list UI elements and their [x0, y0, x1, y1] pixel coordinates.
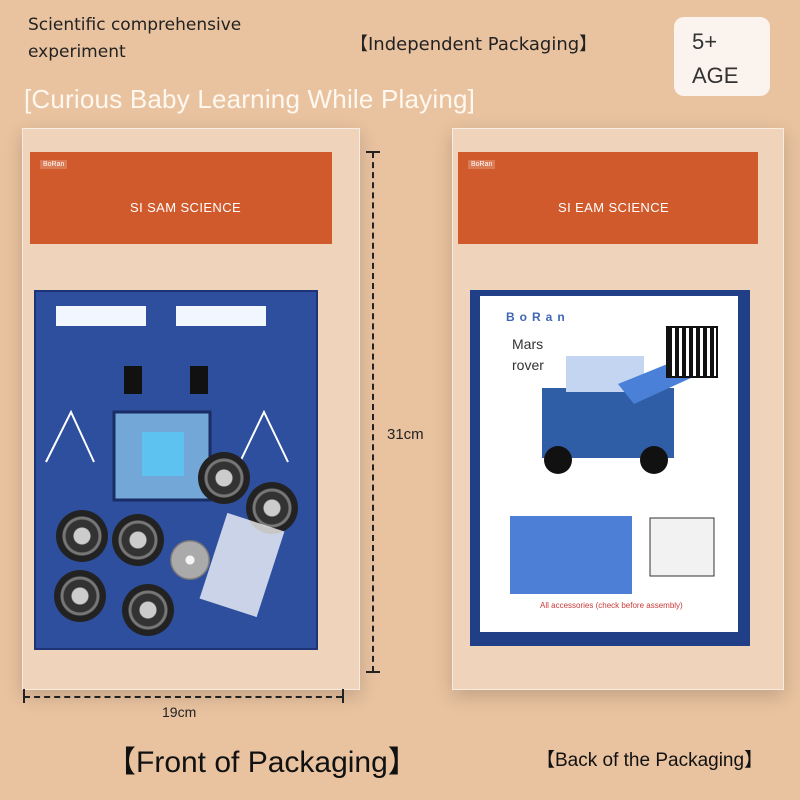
model-name-line2: rover	[512, 357, 544, 373]
brand-logo: BoRan	[506, 310, 570, 324]
width-dimension-cap-right	[342, 689, 344, 703]
age-badge: 5+ AGE	[674, 17, 770, 96]
brand-mini-logo: BoRan	[40, 160, 68, 169]
back-header-card: BoRan SI EAM SCIENCE	[458, 152, 758, 244]
slogan: [Curious Baby Learning While Playing]	[24, 84, 476, 114]
height-dimension-line	[372, 152, 374, 672]
front-header-text: SI SAM SCIENCE	[130, 200, 242, 215]
width-label: 19cm	[162, 704, 197, 720]
width-dimension-line	[24, 696, 342, 698]
subtitle: Scientific comprehensive experiment	[28, 15, 242, 62]
back-instruction-sheet	[480, 296, 738, 632]
independent-packaging-label: 【Independent Packaging】	[350, 34, 598, 55]
brand-mini-logo: BoRan	[468, 160, 496, 169]
front-caption: 【Front of Packaging】	[106, 746, 418, 779]
height-label: 31cm	[387, 426, 424, 443]
qr-code-icon	[666, 326, 718, 378]
model-name-line1: Mars	[512, 336, 544, 352]
rover-illustration	[510, 354, 715, 594]
height-dimension-cap-top	[366, 151, 380, 153]
front-kit-card	[34, 290, 318, 650]
age-badge-number: 5+	[692, 29, 718, 54]
height-dimension-cap-bottom	[366, 671, 380, 673]
back-caption: 【Back of the Packaging】	[536, 750, 764, 771]
accessories-note: All accessories (check before assembly)	[540, 601, 683, 610]
width-dimension-cap-left	[23, 689, 25, 703]
front-kit-parts-illustration	[45, 306, 289, 502]
front-header-card: BoRan SI SAM SCIENCE	[30, 152, 332, 244]
back-header-text: SI EAM SCIENCE	[558, 200, 670, 215]
age-badge-label: AGE	[692, 63, 739, 88]
